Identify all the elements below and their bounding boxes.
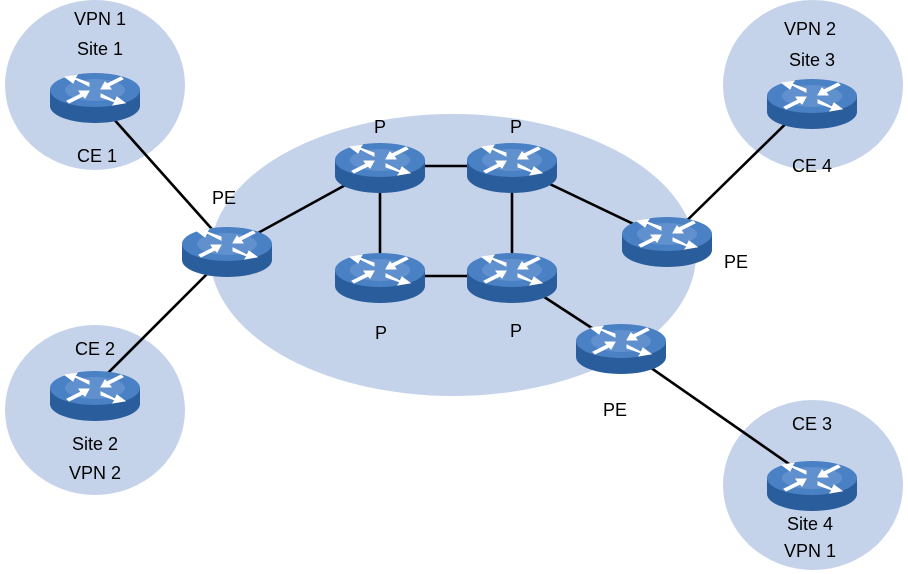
p-top-right-label: P	[510, 117, 522, 137]
ce4-label: CE 4	[792, 156, 832, 176]
ce2-label: CE 2	[75, 339, 115, 359]
router-icon-pe-bottom	[575, 323, 667, 375]
router-icon-pe-left	[181, 226, 273, 278]
pe-top-right-label: PE	[724, 252, 748, 272]
site1-vpn-label: VPN 1	[74, 9, 126, 29]
ce1-label: CE 1	[77, 146, 117, 166]
site2-site-label: Site 2	[72, 434, 118, 454]
site4-vpn-label: VPN 1	[784, 541, 836, 561]
link-pe-bottom-ce3	[620, 345, 813, 482]
site3-site-label: Site 3	[789, 50, 835, 70]
site1-site-label: Site 1	[77, 39, 123, 59]
provider-backbone-region	[210, 114, 696, 396]
site2-vpn-label: VPN 2	[69, 463, 121, 483]
router-icon-p-top-left	[334, 142, 426, 194]
p-bottom-right-label: P	[510, 321, 522, 341]
site4-site-label: Site 4	[787, 514, 833, 534]
router-icon-ce4	[766, 78, 858, 130]
link-ce1-pe-left	[94, 97, 228, 247]
router-icon-p-bottom-left	[334, 252, 426, 304]
router-icon-p-bottom-right	[466, 252, 558, 304]
p-top-left-label: P	[374, 117, 386, 137]
ce3-label: CE 3	[792, 414, 832, 434]
router-icon-ce1	[49, 72, 141, 124]
p-bottom-left-label: P	[375, 323, 387, 343]
pe-bottom-label: PE	[603, 400, 627, 420]
router-icon-pe-top-right	[621, 216, 713, 268]
router-icon-ce2	[49, 370, 141, 422]
link-ce2-pe-left	[94, 253, 228, 387]
site3-vpn-label: VPN 2	[784, 19, 836, 39]
router-icon-p-top-right	[466, 142, 558, 194]
router-icon-ce3	[766, 460, 858, 512]
pe-left-label: PE	[212, 188, 236, 208]
